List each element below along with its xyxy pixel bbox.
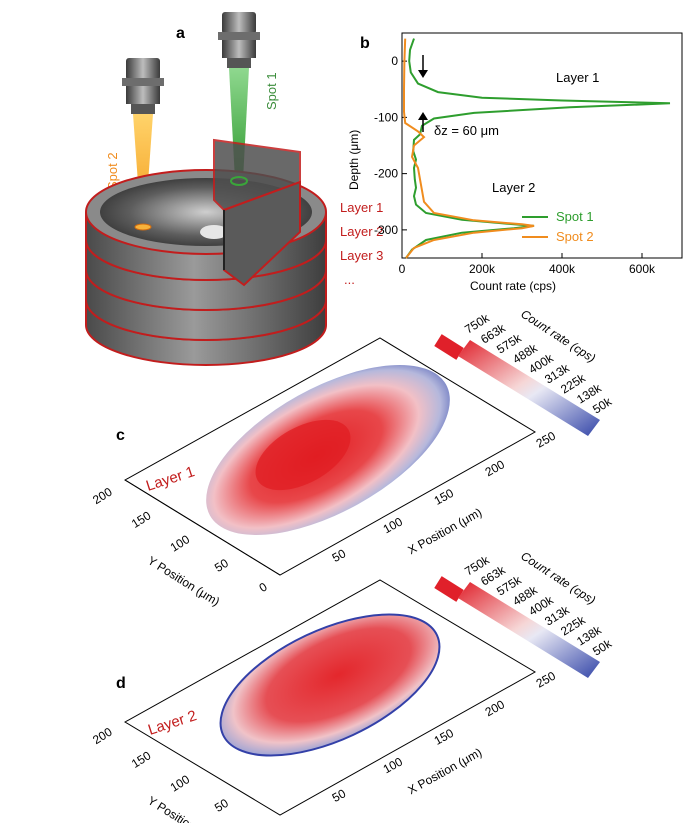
heatmap-ytick-label: 200 <box>90 485 115 508</box>
heatmap-xtick-label: 150 <box>432 726 457 748</box>
heatmap-xtick-label: 100 <box>381 754 406 776</box>
plot-b-ytick-label: 0 <box>391 54 398 68</box>
heatmap-xtick-label: 200 <box>483 457 508 479</box>
legend-label-spot2: Spot 2 <box>556 229 594 244</box>
heatmap-xtick-label: 200 <box>483 697 508 719</box>
plot-b-annotation: δz = 60 μm <box>434 123 499 138</box>
plot-b-ytick-label: -200 <box>374 167 398 181</box>
heatmap-ytick-label: 200 <box>90 725 115 748</box>
heatmap-xtick-label: 100 <box>381 514 406 536</box>
heatmap-xtick-label: 50 <box>330 786 349 805</box>
plot-b-xtick-label: 0 <box>399 262 406 276</box>
heatmap-xtick-label: 150 <box>432 486 457 508</box>
legend-label-spot1: Spot 1 <box>556 209 594 224</box>
layer-label-3: Layer 3 <box>340 248 383 263</box>
plot-b-xtick-label: 200k <box>469 262 496 276</box>
plot-b-ytick-label: -300 <box>374 223 398 237</box>
heatmap-ylabel: Y Position (μm) <box>145 793 222 823</box>
heatmap-xtick-label: 50 <box>330 546 349 565</box>
colorbar-d <box>458 582 600 678</box>
heatmap-xlabel: X Position (μm) <box>405 745 484 797</box>
heatmap-d-title: Layer 2 <box>146 707 199 739</box>
plot-b-xtick-label: 400k <box>549 262 576 276</box>
heatmap-xtick-label: 250 <box>534 429 559 451</box>
panel-a: a Spot 2 Spot 1 <box>85 12 383 366</box>
spot2-label: Spot 2 <box>105 152 120 190</box>
heatmap-ytick-label: 150 <box>129 748 154 771</box>
series-line-spot-2 <box>403 38 535 259</box>
plot-b-series <box>403 38 671 259</box>
heatmap-ytick-label: 100 <box>168 532 193 555</box>
plot-b-ytick-label: -100 <box>374 110 398 124</box>
panel-label-a: a <box>176 25 185 42</box>
heatmap-ytick-label: 50 <box>212 796 231 815</box>
heatmap-ytick-label: 0 <box>256 580 269 596</box>
panel-label-c: c <box>116 427 125 444</box>
layer-label-more: ... <box>344 272 355 287</box>
heatmap-d-image <box>219 613 441 757</box>
series-line-spot-1 <box>405 38 671 259</box>
heatmap-xlabel: X Position (μm) <box>405 505 484 557</box>
heatmap-c-title: Layer 1 <box>144 463 197 495</box>
heatmap-xtick-label: 250 <box>534 669 559 691</box>
heatmap-ytick-label: 50 <box>212 556 231 575</box>
plot-b-layer1-label: Layer 1 <box>556 70 599 85</box>
spot1-label: Spot 1 <box>264 72 279 110</box>
beam-spot2 <box>133 114 153 225</box>
sample-stack <box>85 138 327 366</box>
plot-b-xlabel: Count rate (cps) <box>470 279 556 293</box>
heatmap-d-plane <box>124 579 537 816</box>
focus-spot1 <box>230 176 248 186</box>
colorbar-c <box>458 340 600 436</box>
panel-label-b: b <box>360 35 370 52</box>
heatmap-ytick-label: 150 <box>129 508 154 531</box>
heatmap-ytick-label: 0 <box>256 820 269 823</box>
heatmap-ytick-label: 100 <box>168 772 193 795</box>
plot-b-xtick-label: 600k <box>629 262 656 276</box>
plot-b-ticks: 0 200k 400k 600k 0 -100 -200 -300 <box>374 54 656 276</box>
layer-label-2: Layer 2 <box>340 224 383 239</box>
focus-spot2 <box>134 223 152 231</box>
plot-b-layer2-label: Layer 2 <box>492 180 535 195</box>
panel-label-d: d <box>116 675 126 692</box>
plot-b-ylabel: Depth (μm) <box>347 130 361 190</box>
plot-b-frame <box>401 32 683 259</box>
heatmap-ylabel: Y Position (μm) <box>145 553 222 608</box>
layer-label-1: Layer 1 <box>340 200 383 215</box>
objective-lens-spot2 <box>122 58 164 225</box>
plot-b-legend: Spot 1 Spot 2 <box>522 209 594 244</box>
